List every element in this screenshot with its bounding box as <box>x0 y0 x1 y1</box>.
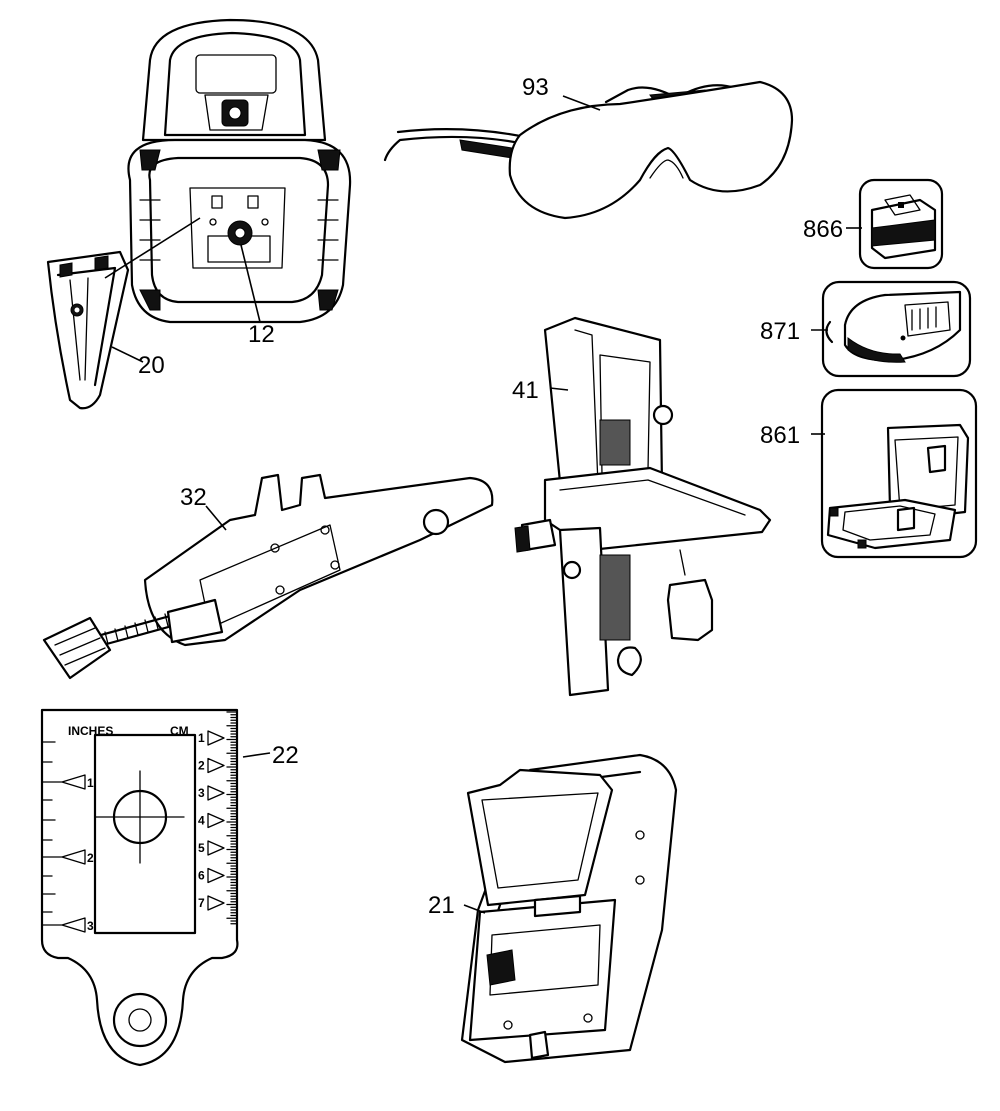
cm-mark-7: 7 <box>198 896 205 910</box>
cm-mark-2: 2 <box>198 759 205 773</box>
cm-pointer <box>207 895 225 911</box>
callout-871: 871 <box>760 318 800 345</box>
battery-pack-icon <box>858 178 944 270</box>
target-card-icon <box>40 708 239 1067</box>
cm-pointer <box>207 867 225 884</box>
cm-mark-1: 1 <box>198 731 205 745</box>
inch-marks: 1 2 3 <box>87 776 94 933</box>
callout-41: 41 <box>512 377 539 404</box>
callout-22: 22 <box>272 742 299 769</box>
callout-93: 93 <box>522 74 549 101</box>
callout-20: 20 <box>138 352 165 379</box>
callout-866: 866 <box>803 216 843 243</box>
callout-21: 21 <box>428 892 455 919</box>
inch-mark-2: 2 <box>87 851 94 865</box>
carrying-case-icon <box>820 388 978 559</box>
cm-mark-5: 5 <box>198 841 205 855</box>
cm-mark-3: 3 <box>198 786 205 800</box>
inch-mark-3: 3 <box>87 919 94 933</box>
inch-mark-1: 1 <box>87 776 94 790</box>
cm-pointer <box>207 812 225 829</box>
inches-label: INCHES <box>68 724 113 738</box>
detector-case-icon <box>460 753 678 1064</box>
callout-861: 861 <box>760 422 800 449</box>
mounting-clip-icon <box>46 250 130 410</box>
charger-icon <box>821 280 972 378</box>
cm-pointer <box>207 785 225 801</box>
laser-level-icon <box>127 18 352 324</box>
cm-pointer <box>207 730 225 746</box>
safety-glasses-icon <box>383 80 794 220</box>
ceiling-clamp-icon <box>42 473 494 680</box>
cm-marks: 1 2 3 4 5 6 7 <box>198 730 225 911</box>
cm-mark-4: 4 <box>198 814 205 828</box>
leader-lines <box>104 95 862 914</box>
wall-mount-bracket-icon <box>514 316 772 697</box>
callout-32: 32 <box>180 484 207 511</box>
cm-pointer <box>207 757 225 774</box>
callout-12: 12 <box>248 321 275 348</box>
cm-pointer <box>207 840 225 856</box>
cm-label: CM <box>170 724 189 738</box>
cm-mark-6: 6 <box>198 869 205 883</box>
